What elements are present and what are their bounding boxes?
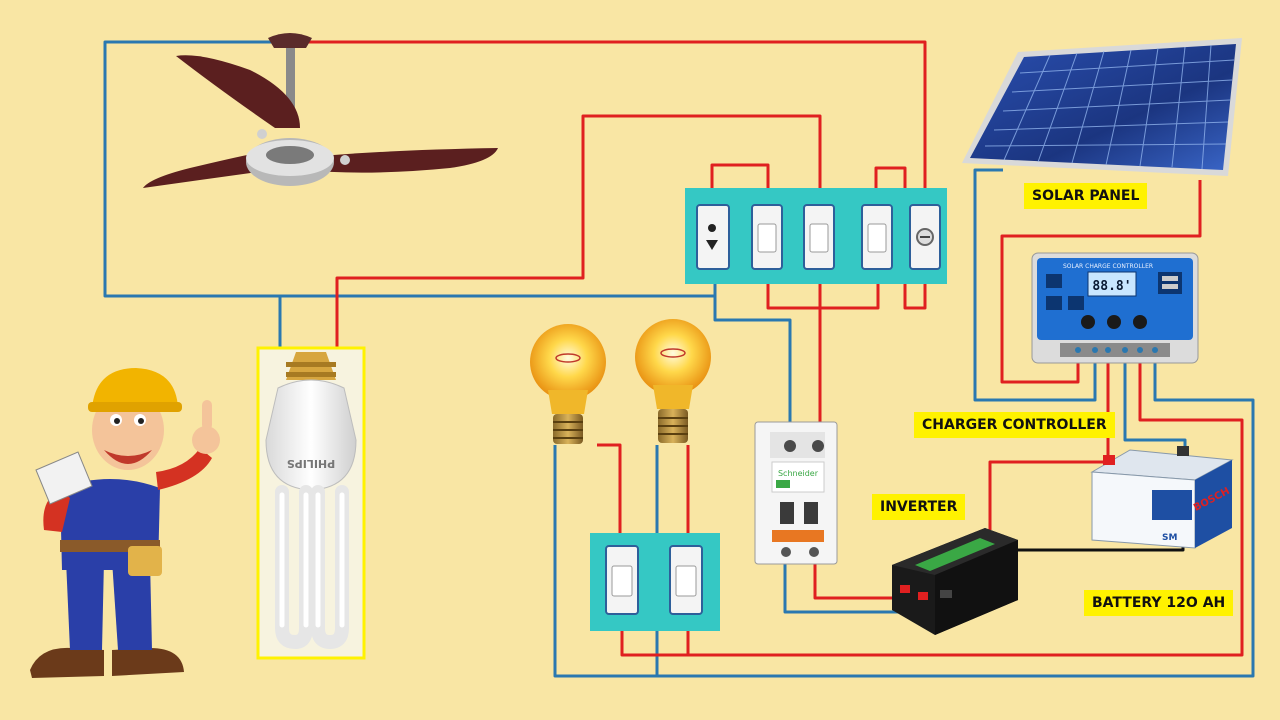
main-switch-board [685, 188, 947, 284]
solar-panel [962, 38, 1242, 176]
light-bulb-2 [635, 319, 711, 443]
cfl-bulb: PHILIPS [256, 346, 366, 660]
power-socket [696, 204, 730, 270]
live-wire-bottom-link [766, 270, 880, 310]
live-wire-solar [1000, 180, 1202, 384]
neutral-wire-main [103, 40, 717, 298]
live-wire-switches [620, 355, 1244, 657]
wall-switch-1 [751, 204, 783, 270]
solar-panel-label: SOLAR PANEL [1024, 183, 1148, 209]
wall-switch-2 [803, 204, 835, 270]
live-wire-inverter-battery [988, 460, 1108, 530]
battery-label: BATTERY 12O AH [1084, 590, 1234, 616]
battery-unit: BOSCH SM [1090, 446, 1234, 549]
breaker-brand-text: Schneider [778, 469, 819, 478]
charge-controller: SOLAR CHARGE CONTROLLER 88.8' [1031, 252, 1199, 364]
bulb-switch-1 [605, 545, 639, 615]
ceiling-fan [143, 33, 498, 188]
battery-model-text: SM [1162, 533, 1177, 543]
live-wire-bulb1 [597, 443, 622, 545]
wall-switch-3 [861, 204, 893, 270]
live-wire-socket-link [710, 163, 770, 205]
neutral-wire-breaker [713, 296, 792, 450]
neutral-wire-bulbs [553, 355, 1255, 678]
inverter-label: INVERTER [872, 494, 966, 520]
cfl-brand-text: PHILIPS [287, 457, 336, 470]
fan-regulator [909, 204, 941, 270]
controller-display-text: 88.8' [1092, 279, 1131, 294]
live-wire-inverter-breaker [813, 560, 915, 600]
neutral-wire-solar [973, 168, 1097, 402]
bulb-switch-board [590, 533, 720, 631]
light-bulb-1 [530, 324, 606, 444]
bulb-switch-2 [669, 545, 703, 615]
charger-controller-label: CHARGER CONTROLLER [914, 412, 1115, 438]
electrician-mascot [30, 368, 220, 678]
inverter-unit [892, 528, 1018, 635]
controller-header-text: SOLAR CHARGE CONTROLLER [1063, 263, 1153, 270]
circuit-breaker: Schneider [754, 421, 838, 565]
live-wire-cfl [335, 114, 822, 350]
live-wire-fan [300, 40, 927, 200]
